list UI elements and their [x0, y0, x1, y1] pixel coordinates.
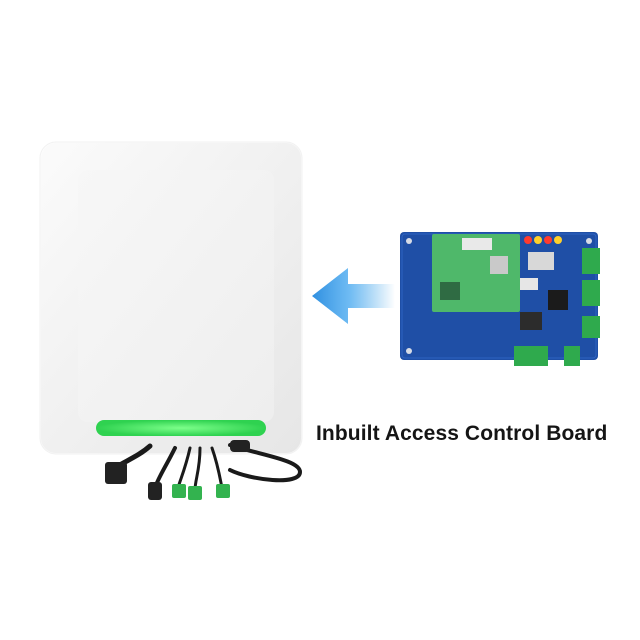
access-control-board-image [400, 232, 600, 366]
left-arrow-icon [312, 268, 395, 324]
cable-harness-image [105, 440, 303, 500]
uhf-reader-product-image [39, 141, 303, 455]
led-strip [96, 420, 266, 436]
caption: Inbuilt Access Control Board [316, 422, 608, 445]
